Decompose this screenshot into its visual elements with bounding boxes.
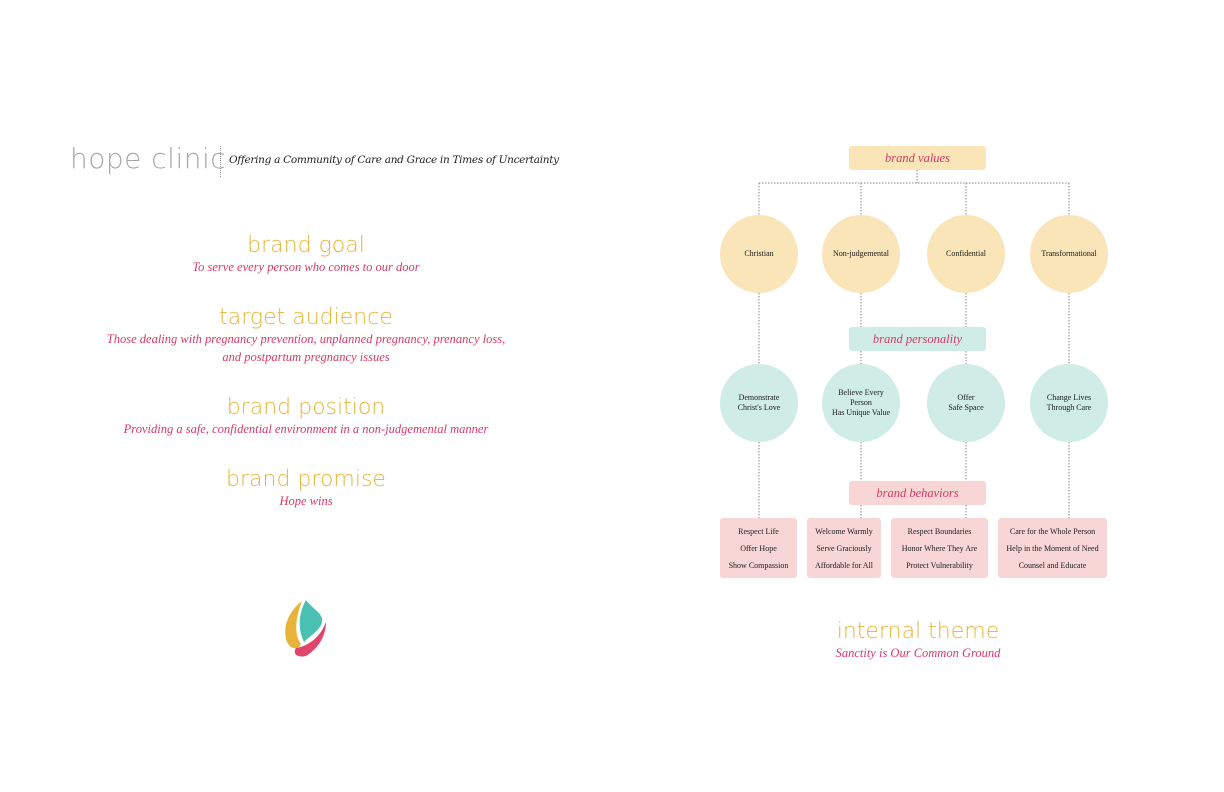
value-label: Confidential <box>946 249 986 258</box>
brand-promise-title: brand promise <box>226 467 386 492</box>
behavior-box-2: Welcome Warmly Serve Graciously Affordab… <box>807 518 881 578</box>
target-audience-line-1: Those dealing with pregnancy prevention,… <box>106 332 506 346</box>
brand-personality-label: brand personality <box>849 327 986 351</box>
brand-position-section: brand position Providing a safe, confide… <box>86 395 526 438</box>
behavior-item: Help in the Moment of Need <box>1006 543 1099 553</box>
behavior-item: Offer Hope <box>740 543 777 553</box>
target-audience-text: Those dealing with pregnancy prevention,… <box>86 330 526 366</box>
value-circle-confidential: Confidential <box>927 215 1005 293</box>
behavior-item: Honor Where They Are <box>901 543 978 553</box>
brand-promise-text: Hope wins <box>279 494 333 508</box>
logo-pink-petal <box>294 622 326 657</box>
brand-behaviors-label: brand behaviors <box>849 481 986 505</box>
value-circle-non-judgemental: Non-judgemental <box>822 215 900 293</box>
behavior-item: Care for the Whole Person <box>1009 526 1096 536</box>
brand-goal-text: To serve every person who comes to our d… <box>192 260 420 274</box>
brand-position-text: Providing a safe, confidential environme… <box>123 422 489 436</box>
target-audience-section: target audience Those dealing with pregn… <box>86 305 526 366</box>
behavior-box-4: Care for the Whole Person Help in the Mo… <box>998 518 1107 578</box>
brand-goal-title: brand goal <box>247 233 365 258</box>
personality-line-2: Through Care <box>1046 403 1092 412</box>
behavior-item: Protect Vulnerability <box>906 560 973 570</box>
behavior-item: Serve Graciously <box>816 543 872 553</box>
behavior-box-1: Respect Life Offer Hope Show Compassion <box>720 518 797 578</box>
behavior-item: Welcome Warmly <box>815 526 873 536</box>
internal-theme-title: internal theme <box>836 619 1000 644</box>
behavior-item: Respect Life <box>738 526 779 536</box>
brand-position-title: brand position <box>226 395 386 420</box>
personality-line-1: Demonstrate <box>738 393 780 402</box>
value-circle-transformational: Transformational <box>1030 215 1108 293</box>
behavior-box-3: Respect Boundaries Honor Where They Are … <box>891 518 988 578</box>
behavior-item: Counsel and Educate <box>1018 560 1087 570</box>
brand-goal-section: brand goal To serve every person who com… <box>86 233 526 276</box>
target-audience-line-2: and postpartum pregnancy issues <box>222 350 390 364</box>
personality-line-1: Offer <box>957 393 975 402</box>
personality-line-2: Has Unique Value <box>831 408 891 417</box>
header-divider <box>220 146 221 177</box>
target-audience-title: target audience <box>219 305 393 330</box>
internal-theme-section: internal theme Sanctity is Our Common Gr… <box>786 619 1050 662</box>
personality-line-2: Christ's Love <box>737 403 781 412</box>
flame-drop-logo-icon <box>285 600 326 657</box>
behavior-item: Affordable for All <box>814 560 874 570</box>
brand-name: hope clinic <box>70 142 227 175</box>
behavior-item: Show Compassion <box>728 560 789 570</box>
personality-line-1: Change Lives <box>1046 393 1092 402</box>
value-label: Non-judgemental <box>833 249 889 258</box>
value-label: Christian <box>744 249 774 258</box>
brand-promise-section: brand promise Hope wins <box>86 467 526 510</box>
logo-teal-petal <box>299 600 323 642</box>
personality-line-1: Believe Every Person <box>838 388 884 407</box>
value-circle-christian: Christian <box>720 215 798 293</box>
personality-line-2: Safe Space <box>948 403 984 412</box>
tagline: Offering a Community of Care and Grace i… <box>229 154 559 166</box>
value-label: Transformational <box>1041 249 1097 258</box>
behavior-item: Respect Boundaries <box>907 526 972 536</box>
brand-values-label: brand values <box>849 146 986 170</box>
logo-gold-petal <box>285 601 302 649</box>
internal-theme-text: Sanctity is Our Common Ground <box>835 646 1001 660</box>
